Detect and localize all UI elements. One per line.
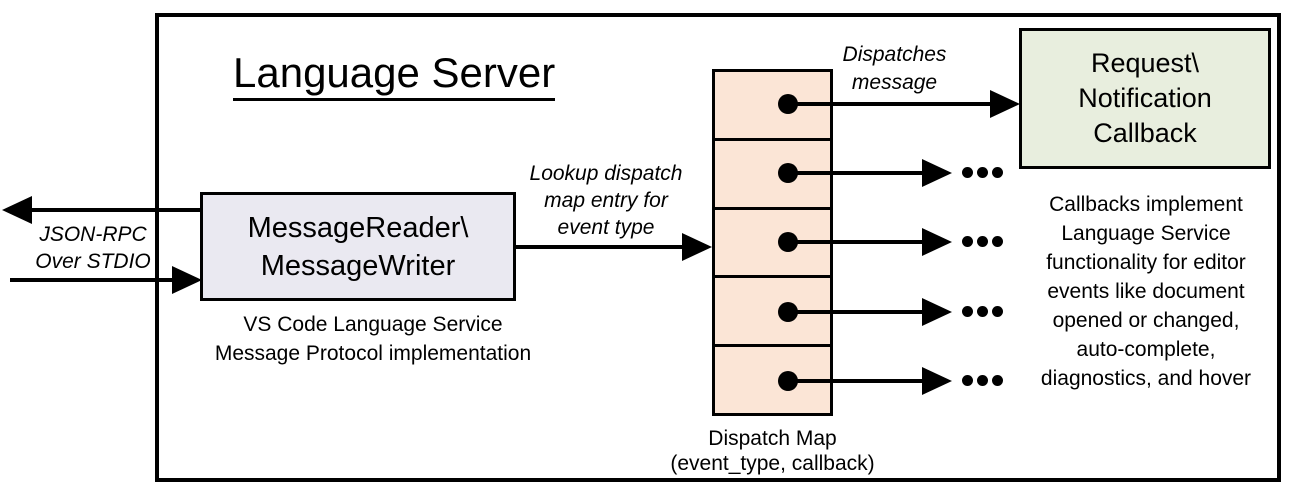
map-entry-dot-icon — [778, 302, 798, 322]
arrow-right-icon — [922, 159, 952, 187]
dispatch-map-caption: Dispatch Map (event_type, callback) — [650, 426, 895, 476]
ellipsis-icon — [962, 375, 1003, 386]
map-entry-dot-icon — [778, 94, 798, 114]
stdio-out-arrow-line — [22, 208, 202, 212]
request-notification-callback-box: Request\ Notification Callback — [1019, 28, 1271, 169]
dispatch-row2-wire — [788, 171, 924, 175]
callback-box-line3: Callback — [1093, 118, 1197, 148]
stdio-in-arrow-line — [10, 278, 174, 282]
map-entry-dot-icon — [778, 371, 798, 391]
dispatch-map-cell — [715, 140, 830, 210]
lookup-label-line1: Lookup dispatch — [529, 162, 683, 185]
message-reader-writer-box: MessageReader\ MessageWriter — [200, 192, 516, 301]
arrow-right-icon — [172, 266, 202, 294]
callbacks-note-line: diagnostics, and hover — [1040, 367, 1252, 390]
callbacks-note-line: functionality for editor — [1046, 251, 1246, 274]
jsonrpc-label-line1: JSON-RPC — [39, 223, 147, 246]
arrow-right-icon — [990, 90, 1020, 118]
message-box-caption-line2: Message Protocol implementation — [214, 342, 532, 365]
ellipsis-icon — [962, 236, 1003, 247]
callbacks-note: Callbacks implement Language Service fun… — [1020, 190, 1272, 393]
map-entry-dot-icon — [778, 232, 798, 252]
arrow-right-icon — [922, 228, 952, 256]
message-box-caption: VS Code Language Service Message Protoco… — [213, 310, 533, 368]
callbacks-note-line: Language Service — [1061, 222, 1231, 245]
dispatch-row4-wire — [788, 310, 924, 314]
map-entry-dot-icon — [778, 163, 798, 183]
arrow-right-icon — [682, 233, 712, 261]
dispatch-map-cell — [715, 72, 830, 141]
dispatches-label-line2: message — [851, 71, 938, 94]
lookup-label-line3: event type — [557, 216, 655, 239]
ellipsis-icon — [962, 306, 1003, 317]
callback-box-line2: Notification — [1078, 83, 1212, 113]
dispatch-row5-wire — [788, 379, 924, 383]
dispatch-map — [712, 69, 833, 416]
callbacks-note-line: events like document — [1047, 280, 1245, 303]
lookup-arrow-line — [516, 245, 684, 249]
dispatch-row1-wire — [788, 102, 992, 106]
callbacks-note-line: Callbacks implement — [1049, 193, 1243, 216]
language-server-boundary — [155, 13, 1281, 482]
dispatch-map-caption-line2: (event_type, callback) — [670, 452, 875, 475]
arrow-left-icon — [2, 196, 32, 224]
jsonrpc-label-line2: Over STDIO — [35, 250, 151, 273]
callback-box-line1: Request\ — [1090, 48, 1200, 78]
dispatch-map-caption-line1: Dispatch Map — [708, 427, 837, 450]
lookup-dispatch-label: Lookup dispatch map entry for event type — [500, 160, 712, 241]
dispatch-row3-wire — [788, 240, 924, 244]
message-box-caption-line1: VS Code Language Service — [243, 313, 503, 336]
diagram-title: Language Server — [233, 49, 556, 102]
lookup-label-line2: map entry for — [544, 189, 668, 212]
callbacks-note-line: auto-complete, — [1076, 338, 1216, 361]
arrow-right-icon — [922, 298, 952, 326]
message-box-line2: MessageWriter — [260, 249, 456, 282]
dispatches-message-label: Dispatches message — [812, 41, 977, 97]
ellipsis-icon — [962, 167, 1003, 178]
dispatches-label-line1: Dispatches — [842, 43, 947, 66]
callbacks-note-line: opened or changed, — [1052, 309, 1240, 332]
message-box-line1: MessageReader\ — [247, 211, 469, 244]
jsonrpc-stdio-label: JSON-RPC Over STDIO — [13, 221, 173, 275]
arrow-right-icon — [922, 367, 952, 395]
